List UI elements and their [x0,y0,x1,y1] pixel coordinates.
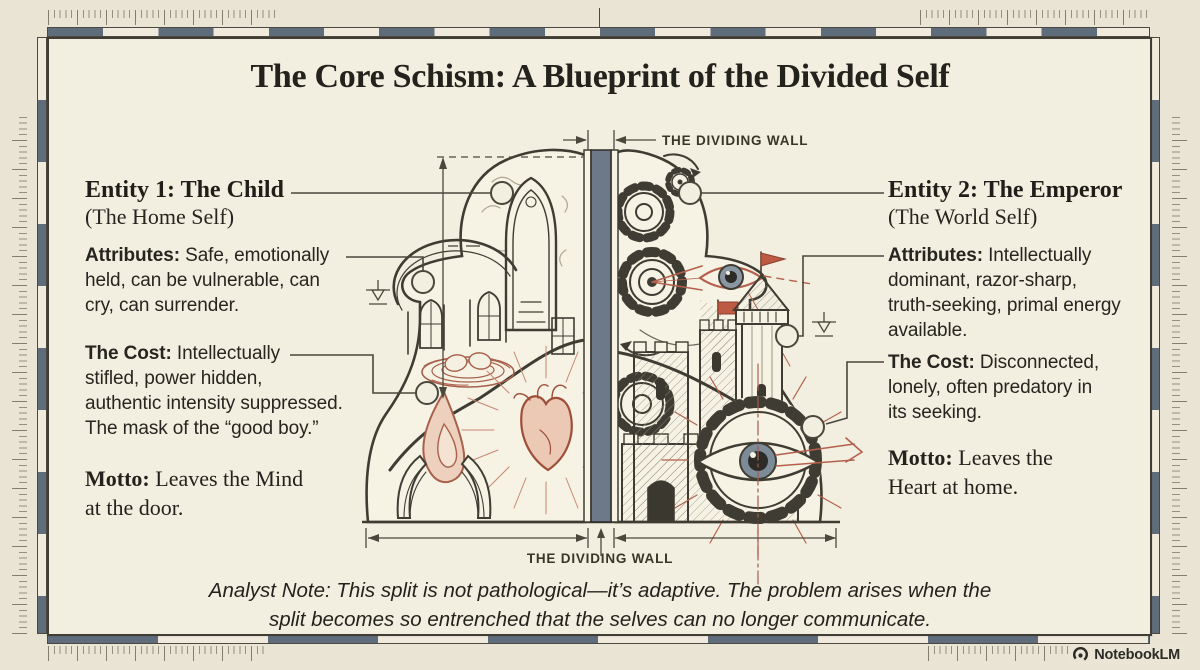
entity2-cost-text: Disconnected, lonely, often predatory in… [888,352,1099,423]
analyst-note: Analyst Note: This split is not patholog… [208,579,992,631]
entity1-attributes-label: Attributes: [85,245,180,266]
entity2-cost: The Cost: Disconnected, lonely, often pr… [888,350,1150,425]
notebooklm-watermark: NotebookLM [1068,645,1184,664]
dividing-wall-label-bottom: THE DIVIDING WALL [526,551,674,566]
entity2-attributes-label: Attributes: [888,245,983,266]
entity1-cost-text: Intellectually stifled, power hidden, au… [85,343,343,439]
top-center-mark [599,8,600,29]
entity2-motto-text: Leaves the Heart at home. [888,445,1053,499]
entity2-subheading: (The World Self) [888,204,1038,229]
watermark-brand: NotebookLM [1094,646,1180,663]
ruler-top-left [48,10,278,25]
entity2-motto: Motto: Leaves the Heart at home. [888,443,1118,501]
scale-bar-left [37,37,47,634]
dividing-wall-label-top: THE DIVIDING WALL [662,133,809,148]
entity1-motto-label: Motto: [85,466,150,491]
ruler-bottom-left [48,646,265,661]
entity1-subheading: (The Home Self) [85,204,235,229]
page-title: The Core Schism: A Blueprint of the Divi… [250,58,950,95]
ruler-bottom-right [928,646,1085,661]
ruler-top-right [920,10,1150,25]
entity2-attributes: Attributes: Intellectually dominant, raz… [888,243,1150,343]
entity1-cost: The Cost: Intellectually stifled, power … [85,341,375,441]
scale-bar-top [47,27,1150,37]
entity1-motto-text: Leaves the Mind at the door. [85,466,304,520]
entity1-attributes: Attributes: Safe, emotionally held, can … [85,243,357,318]
entity1-attributes-text: Safe, emotionally held, can be vulnerabl… [85,245,330,316]
notebooklm-logo-icon [1073,646,1089,663]
entity2-attributes-text: Intellectually dominant, razor-sharp, tr… [888,245,1121,341]
entity2-heading: Entity 2: The Emperor [888,177,1123,203]
entity1-cost-label: The Cost: [85,343,172,364]
entity1-heading: Entity 1: The Child [85,177,284,203]
ruler-right [1172,112,1187,634]
entity2-cost-label: The Cost: [888,352,975,373]
entity2-motto-label: Motto: [888,445,953,470]
ruler-left [12,112,27,634]
entity1-motto: Motto: Leaves the Mind at the door. [85,464,345,522]
